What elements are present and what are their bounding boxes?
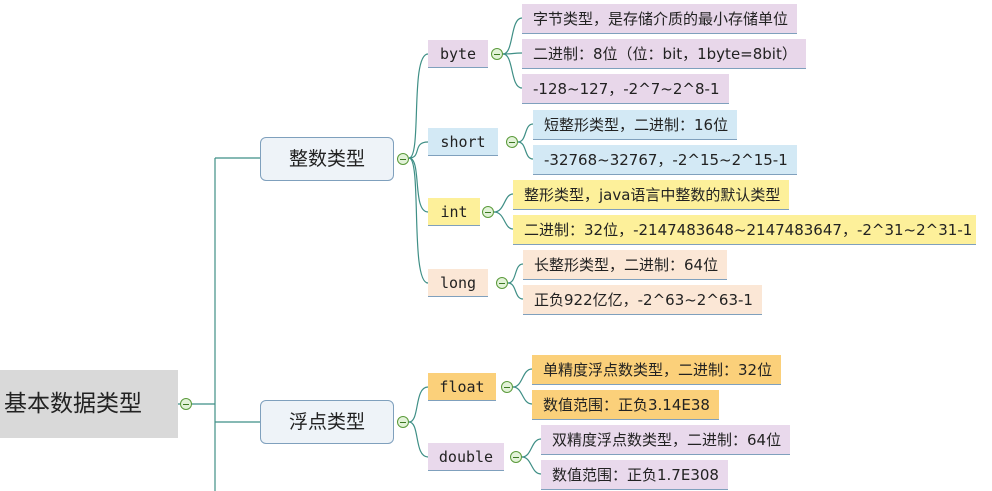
- detail-double-1[interactable]: 双精度浮点数类型，二进制：64位: [541, 425, 791, 455]
- collapse-toggle-icon[interactable]: [491, 48, 503, 60]
- collapse-toggle-icon[interactable]: [510, 451, 522, 463]
- detail-double-2[interactable]: 数值范围：正负1.7E308: [541, 460, 728, 490]
- detail-byte-3[interactable]: -128~127，-2^7~2^8-1: [522, 74, 729, 104]
- detail-byte-1[interactable]: 字节类型，是存储介质的最小存储单位: [522, 4, 798, 34]
- detail-int-2[interactable]: 二进制：32位，-2147483648~2147483647，-2^31~2^3…: [513, 215, 977, 245]
- category-float[interactable]: 浮点类型: [260, 400, 394, 444]
- detail-float-2[interactable]: 数值范围：正负3.14E38: [532, 390, 719, 420]
- type-long[interactable]: long: [428, 269, 488, 297]
- detail-short-1[interactable]: 短整形类型，二进制：16位: [533, 110, 738, 140]
- detail-int-1[interactable]: 整形类型，java语言中整数的默认类型: [513, 180, 790, 210]
- detail-long-2[interactable]: 正负922亿亿，-2^63~2^63-1: [523, 285, 762, 315]
- collapse-toggle-icon[interactable]: [482, 206, 494, 218]
- collapse-toggle-icon[interactable]: [496, 277, 508, 289]
- collapse-toggle-icon[interactable]: [397, 416, 409, 428]
- type-byte[interactable]: byte: [428, 40, 488, 68]
- collapse-toggle-icon[interactable]: [397, 153, 409, 165]
- detail-float-1[interactable]: 单精度浮点数类型，二进制：32位: [532, 355, 782, 385]
- collapse-toggle-icon[interactable]: [501, 381, 513, 393]
- category-integer[interactable]: 整数类型: [260, 137, 394, 181]
- root-node[interactable]: 基本数据类型: [0, 370, 178, 438]
- detail-long-1[interactable]: 长整形类型，二进制：64位: [523, 250, 728, 280]
- collapse-toggle-icon[interactable]: [506, 136, 518, 148]
- type-short[interactable]: short: [428, 128, 498, 156]
- type-double[interactable]: double: [428, 443, 504, 471]
- type-int[interactable]: int: [428, 198, 480, 226]
- detail-byte-2[interactable]: 二进制：8位（位：bit，1byte=8bit）: [522, 39, 806, 69]
- type-float[interactable]: float: [428, 373, 496, 401]
- collapse-toggle-icon[interactable]: [180, 398, 192, 410]
- detail-short-2[interactable]: -32768~32767，-2^15~2^15-1: [533, 145, 797, 175]
